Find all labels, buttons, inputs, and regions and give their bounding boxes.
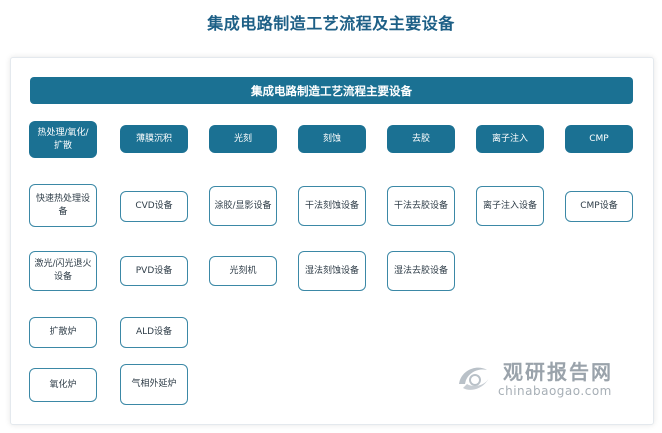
equipment-lithography-machine: 光刻机 [209,256,277,286]
banner: 集成电路制造工艺流程主要设备 [30,77,633,104]
equipment-dry-etch: 干法刻蚀设备 [298,186,366,226]
equipment-ald: ALD设备 [120,317,188,348]
process-step-deposition: 薄膜沉积 [120,125,188,153]
watermark-url: chinabaogao.com [498,384,612,398]
equipment-ion-implanter: 离子注入设备 [476,186,544,226]
watermark-name: 观研报告网 [503,360,613,384]
process-column-lithography: 光刻 涂胶/显影设备 光刻机 [209,0,277,433]
equipment-laser-anneal: 激光/闪光退火设备 [29,251,97,291]
process-column-etching: 刻蚀 干法刻蚀设备 湿法刻蚀设备 [298,0,366,433]
process-step-lithography: 光刻 [209,125,277,153]
equipment-pvd: PVD设备 [120,256,188,286]
process-step-stripping: 去胶 [387,125,455,153]
equipment-oxidation-furnace: 氧化炉 [29,368,97,402]
process-column-heat-treatment: 热处理/氧化/扩散 快速热处理设备 激光/闪光退火设备 扩散炉 氧化炉 [29,0,97,433]
process-step-etching: 刻蚀 [298,125,366,153]
process-column-stripping: 去胶 干法去胶设备 湿法去胶设备 [387,0,455,433]
equipment-rtp: 快速热处理设备 [29,184,97,227]
watermark-logo-icon [459,367,489,390]
process-step-cmp: CMP [565,125,633,153]
equipment-wet-strip: 湿法去胶设备 [387,251,455,291]
equipment-cvd: CVD设备 [120,191,188,222]
equipment-cmp: CMP设备 [565,191,633,222]
process-column-ion-implant: 离子注入 离子注入设备 [476,0,544,433]
equipment-diffusion-furnace: 扩散炉 [29,317,97,348]
diagram-panel [10,57,654,425]
equipment-epitaxy-furnace: 气相外延炉 [120,364,188,405]
process-step-heat-treatment: 热处理/氧化/扩散 [29,121,97,158]
equipment-dry-strip: 干法去胶设备 [387,186,455,226]
watermark: 观研报告网 chinabaogao.com [453,354,643,404]
process-step-ion-implant: 离子注入 [476,125,544,153]
process-column-deposition: 薄膜沉积 CVD设备 PVD设备 ALD设备 气相外延炉 [120,0,188,433]
page-title: 集成电路制造工艺流程及主要设备 [207,14,455,33]
equipment-wet-etch: 湿法刻蚀设备 [298,251,366,291]
process-column-cmp: CMP CMP设备 [565,0,633,433]
equipment-coater-developer: 涂胶/显影设备 [209,186,277,226]
